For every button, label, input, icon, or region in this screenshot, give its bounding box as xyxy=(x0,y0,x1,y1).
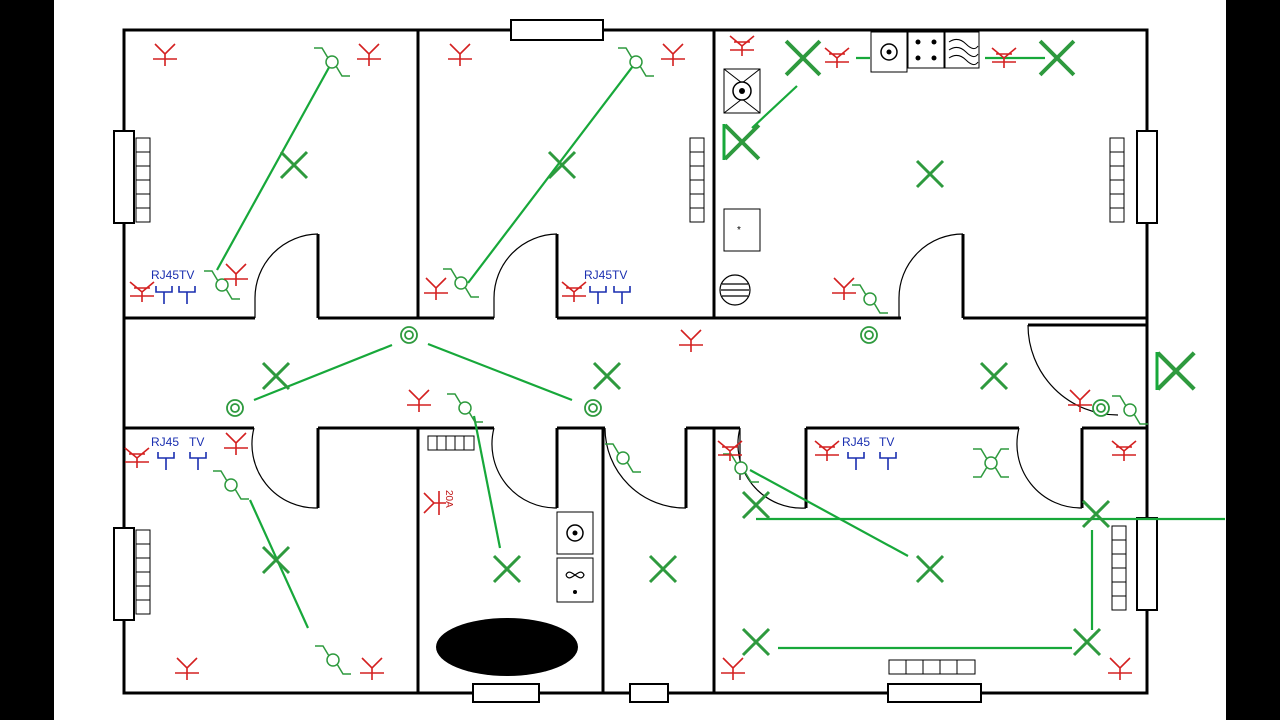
fridge-icon xyxy=(723,208,761,252)
tv-label: TV xyxy=(879,435,894,449)
ring-light-icon xyxy=(226,399,244,417)
svg-text:*: * xyxy=(737,225,741,236)
ceiling-lamps xyxy=(261,39,1194,657)
radiators xyxy=(135,137,1127,675)
ring-light-icon xyxy=(860,326,878,344)
bathtub-icon xyxy=(436,618,578,676)
rj45tv-label: RJ45TV xyxy=(151,268,194,282)
ring-light-icon xyxy=(400,326,418,344)
rj45-label: RJ45 xyxy=(842,435,870,449)
dryer-icon xyxy=(556,557,594,603)
exterior-walls xyxy=(122,28,1149,695)
wiring xyxy=(216,56,1225,650)
circuit-20a-label: 20A xyxy=(443,490,454,508)
windows xyxy=(113,19,1158,703)
hood-icon xyxy=(944,31,980,69)
sheet xyxy=(54,0,1226,720)
rj45tv-label: RJ45TV xyxy=(584,268,627,282)
rj45-label: RJ45 xyxy=(151,435,179,449)
ring-light-icon xyxy=(1092,399,1110,417)
cooktop-icon xyxy=(907,31,945,69)
switches xyxy=(203,47,1149,675)
appliances: * xyxy=(436,31,980,676)
tv-label: TV xyxy=(189,435,204,449)
ring-light-icon xyxy=(584,399,602,417)
